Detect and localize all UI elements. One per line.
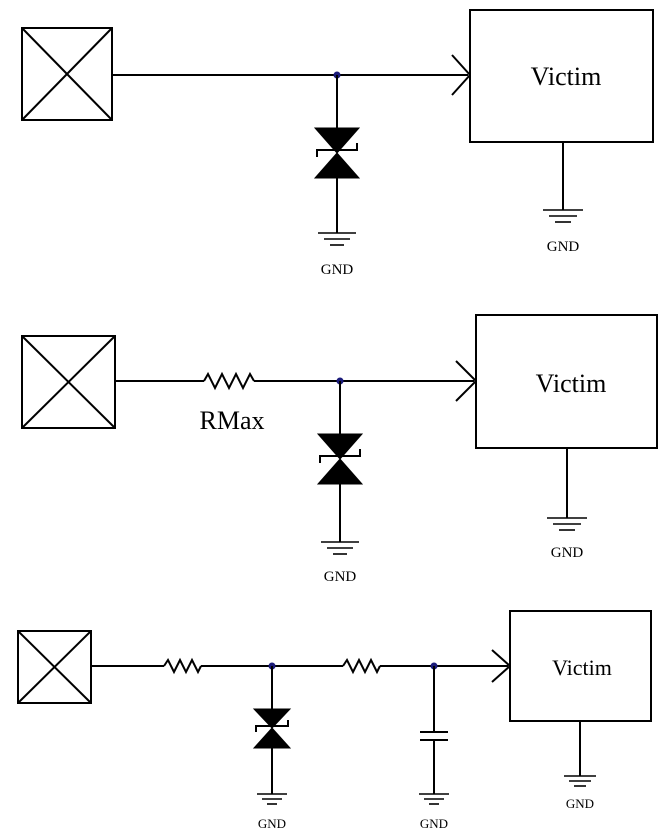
tvs-diode: [316, 433, 364, 485]
gnd-label: GND: [324, 569, 357, 585]
gnd-label: GND: [551, 545, 584, 561]
capacitor: [420, 731, 448, 741]
ground-symbol: [543, 209, 583, 223]
victim-label: Victim: [531, 62, 602, 91]
io-pad: [21, 335, 116, 429]
io-pad: [21, 27, 113, 121]
ground-symbol: [547, 517, 587, 531]
ground-symbol: [321, 541, 359, 555]
gnd-label: GND: [566, 796, 594, 811]
victim-block: Victim: [469, 9, 654, 143]
resistor: [342, 657, 381, 675]
victim-block: Victim: [475, 314, 658, 449]
ground-symbol: [419, 793, 449, 805]
resistor-label: RMax: [200, 406, 265, 435]
gnd-label: GND: [321, 262, 354, 278]
circuit-2: RMax GND Victim GND: [21, 314, 658, 585]
victim-label: Victim: [536, 369, 607, 398]
ground-symbol: [564, 775, 596, 787]
gnd-label: GND: [258, 816, 286, 831]
ground-symbol: [318, 232, 356, 246]
resistor: [203, 371, 255, 391]
resistor: [163, 657, 202, 675]
victim-label: Victim: [552, 655, 612, 680]
gnd-label: GND: [547, 239, 580, 255]
tvs-diode: [252, 708, 292, 749]
ground-symbol: [257, 793, 287, 805]
circuit-1: GND Victim GND: [21, 9, 654, 278]
circuit-3: GND GND Victim GND: [17, 610, 652, 831]
io-pad: [17, 630, 92, 704]
tvs-diode: [313, 127, 361, 179]
victim-block: Victim: [509, 610, 652, 722]
gnd-label: GND: [420, 816, 448, 831]
